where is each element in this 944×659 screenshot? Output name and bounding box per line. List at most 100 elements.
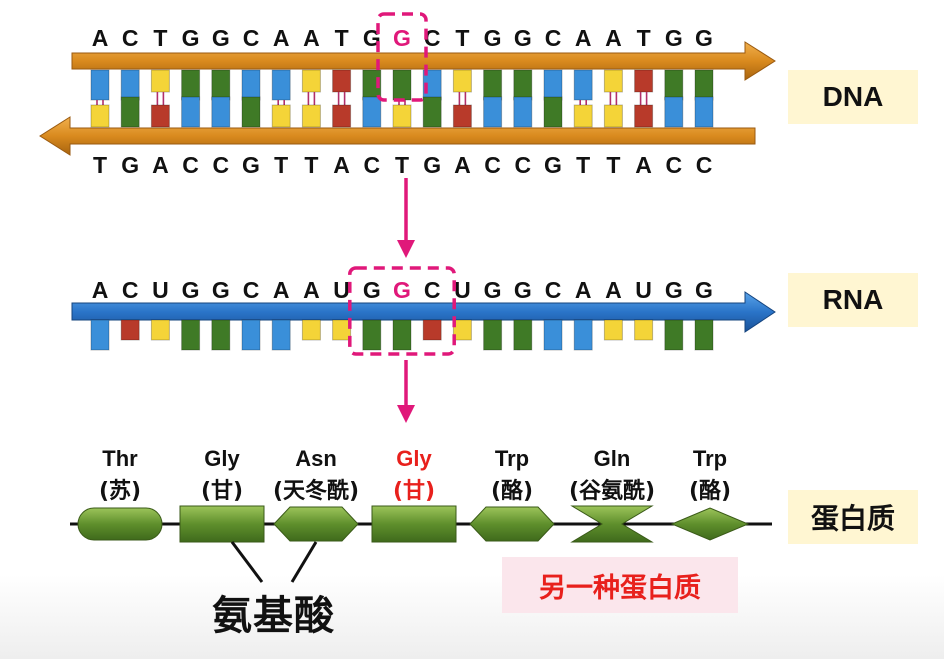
rna-letter: U [454, 277, 471, 303]
rna-letter: U [333, 277, 350, 303]
dna-top-letter: C [243, 25, 260, 51]
amino-acid-code: Trp [693, 446, 727, 471]
amino-acid-trp-shape [670, 507, 750, 541]
dna-strand-group: ATCGTAGCGCCGATATTAGCGTCGTAGCGCCGATATTAGC… [39, 12, 776, 258]
amino-acid-name: (天冬酰) [273, 478, 359, 504]
dna-bottom-letter: C [182, 152, 199, 178]
dna-bottom-letter: G [121, 152, 139, 178]
transcription-arrow-head [397, 240, 415, 258]
dna-top-letter: A [605, 25, 622, 51]
dna-top-base-block [603, 69, 623, 93]
rna-base-block [90, 319, 110, 351]
alt-protein-label: 另一种蛋白质 [539, 572, 701, 604]
alt-protein-box: 另一种蛋白质 [502, 557, 738, 613]
dna-top-base-block [211, 69, 231, 101]
dna-bottom-base-block [573, 104, 593, 128]
amino-acid-code: Thr [102, 446, 138, 471]
rna-base-block [301, 319, 321, 341]
amino-acid-name: (苏) [99, 478, 141, 504]
rna-letter: A [273, 277, 290, 303]
dna-top-letter: A [273, 25, 290, 51]
rna-base-block [211, 319, 231, 351]
dna-bottom-base-block [181, 96, 201, 128]
dna-top-letter: A [575, 25, 592, 51]
dna-bottom-base-block [543, 96, 563, 128]
dna-label: DNA [822, 81, 884, 112]
dna-top-base-block [664, 69, 684, 101]
dna-bottom-base-block [422, 96, 442, 128]
rna-base-block [150, 319, 170, 341]
amino-acid-hexagon-shape [469, 506, 555, 542]
dna-top-base-block [634, 69, 654, 93]
bottom-fade [0, 575, 944, 659]
rna-base-block [694, 319, 714, 351]
dna-top-backbone [71, 41, 776, 81]
rna-base-block [543, 319, 563, 351]
dna-bottom-base-block [634, 104, 654, 128]
rna-base-block [241, 319, 261, 351]
rna-letter: G [484, 277, 502, 303]
rna-label: RNA [822, 284, 884, 315]
dna-bottom-letter: T [274, 152, 288, 178]
rna-letter: G [363, 277, 381, 303]
dna-bottom-letter: T [395, 152, 409, 178]
dna-bottom-letter: C [696, 152, 713, 178]
dna-top-base-block [301, 69, 321, 93]
amino-acid-pointer-line [290, 541, 318, 583]
rna-tag: RNA [788, 273, 918, 327]
dna-bottom-base-block [603, 104, 623, 128]
dna-bottom-letter: C [514, 152, 531, 178]
amino-acid-name: (酪) [491, 478, 533, 504]
dna-top-base-block [241, 69, 261, 101]
dna-bottom-base-block [694, 96, 714, 128]
rna-letter: U [152, 277, 169, 303]
dna-top-letter: A [303, 25, 320, 51]
dna-top-base-block [181, 69, 201, 101]
amino-acid-name: (酪) [689, 478, 731, 504]
rna-base-block [332, 319, 352, 341]
rna-letter: G [695, 277, 713, 303]
rna-letter: A [605, 277, 622, 303]
dna-top-letter: G [695, 25, 713, 51]
dna-bottom-letter: T [576, 152, 590, 178]
rna-base-block [603, 319, 623, 341]
amino-acid-name: (谷氨酰) [569, 478, 655, 504]
rna-letter: G [514, 277, 532, 303]
rna-base-block [181, 319, 201, 351]
dna-bottom-base-block [241, 96, 261, 128]
dna-top-base-block [150, 69, 170, 93]
dna-top-base-block [452, 69, 472, 93]
amino-acid-gln-shape [570, 505, 654, 543]
rna-letter: C [243, 277, 260, 303]
dna-top-letter: C [545, 25, 562, 51]
rna-letter: G [393, 277, 411, 303]
rna-base-block [422, 319, 442, 341]
dna-top-base-block [271, 69, 291, 101]
rna-base-block [452, 319, 472, 341]
dna-bottom-letter: G [242, 152, 260, 178]
rna-base-block [573, 319, 593, 351]
dna-bottom-letter: G [544, 152, 562, 178]
rna-codon-highlight-box [348, 266, 456, 356]
dna-bottom-letter: A [454, 152, 471, 178]
rna-letter: G [665, 277, 683, 303]
dna-bottom-letter: C [665, 152, 682, 178]
dna-bottom-letter: T [93, 152, 107, 178]
dna-bottom-letter: C [363, 152, 380, 178]
amino-acid-name: (甘) [393, 479, 435, 504]
dna-bottom-letter: T [304, 152, 318, 178]
dna-top-base-block [513, 69, 533, 101]
dna-top-letter: C [424, 25, 441, 51]
dna-top-letter: T [455, 25, 469, 51]
dna-top-letter: G [514, 25, 532, 51]
dna-bottom-base-block [452, 104, 472, 128]
dna-top-base-block [694, 69, 714, 101]
dna-bottom-letter: A [635, 152, 652, 178]
dna-bottom-letter: A [333, 152, 350, 178]
rna-base-block [634, 319, 654, 341]
dna-top-letter: G [212, 25, 230, 51]
rna-letter: C [545, 277, 562, 303]
amino-acid-thr-shape [77, 507, 163, 541]
